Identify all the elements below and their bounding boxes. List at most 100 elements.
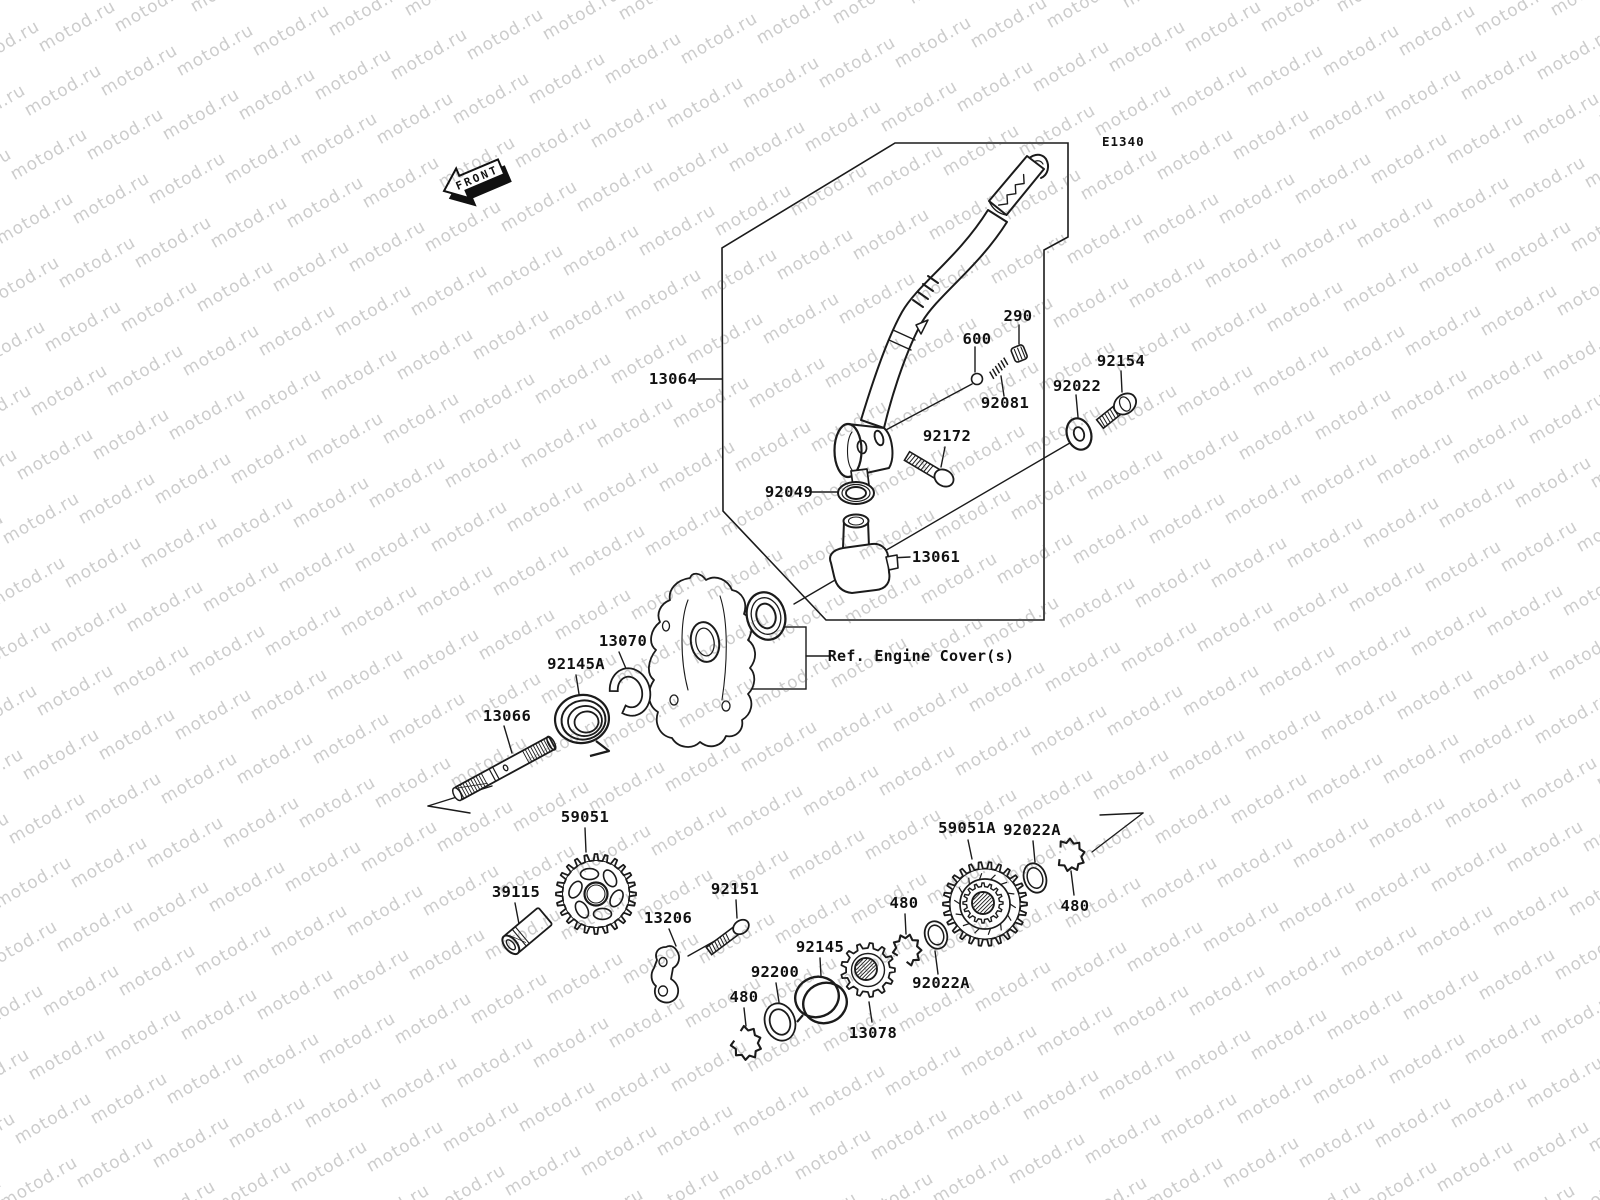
snap-ring-480 — [1057, 837, 1086, 873]
spring-92081-coil — [1003, 357, 1009, 366]
bolt-92151-thread — [716, 938, 722, 948]
kick-shaft-13066 — [451, 787, 463, 802]
gear-59051-hole — [574, 900, 590, 919]
bolt-92172-thread — [920, 461, 928, 471]
kick-shaft-13066 — [488, 768, 497, 782]
kick-shaft-13066 — [537, 741, 546, 755]
bolt-92172-thread — [917, 460, 925, 469]
gear-59051a-tick — [1007, 892, 1015, 895]
spline-hatch — [973, 893, 988, 908]
spring-92081-coil — [991, 368, 998, 377]
kick-shaft-13066 — [540, 740, 549, 754]
bolt-92154-thread — [1101, 415, 1109, 426]
torsion-spring-92145a-leg — [589, 740, 611, 758]
kick-shaft-13066 — [478, 774, 486, 787]
gear-59051a-tick — [1000, 881, 1008, 886]
spring-92081-coil — [989, 371, 995, 380]
gear-59051a-tick — [958, 886, 963, 894]
spline-hatch — [972, 892, 985, 905]
kick-shaft-13066 — [524, 749, 533, 762]
ring-92022a — [1026, 866, 1044, 890]
gear-59051-hole — [579, 867, 600, 881]
bolt-92172-thread — [905, 453, 914, 462]
spring-92081-coil — [1000, 360, 1006, 368]
spline-hatch — [865, 968, 877, 980]
torsion-spring-92145a — [573, 710, 600, 734]
bolt-92151-thread — [711, 942, 717, 952]
ball-600 — [970, 372, 984, 386]
assembly-box-outline — [721, 142, 1069, 621]
gear-59051a-tick — [968, 877, 971, 885]
snap-ring-480 — [729, 1024, 762, 1061]
spline-hatch — [977, 897, 992, 912]
spline-hatch — [983, 903, 994, 914]
kick-shaft-13066 — [467, 780, 475, 793]
ring-92022a — [1022, 862, 1048, 894]
gear-59051a-rim — [949, 868, 1021, 940]
spacer-39115 — [514, 926, 530, 944]
bolt-92151-thread — [708, 945, 714, 954]
gear-59051-bore — [583, 881, 609, 907]
spline-hatch — [975, 895, 990, 910]
kick-shaft-13066 — [527, 747, 535, 761]
washer-92049 — [837, 481, 875, 505]
gear-59051a-tick — [955, 913, 963, 916]
kick-shaft-13066 — [546, 735, 557, 751]
washer-92022 — [1072, 426, 1086, 442]
plug-290-rib — [1020, 346, 1026, 359]
guide-bracket-13206-hole — [658, 956, 668, 968]
gear-59051a-tick — [999, 923, 1002, 931]
kick-shaft-13066 — [457, 786, 465, 799]
front-arrow: FRONT — [442, 158, 512, 207]
bolt-92154-thread — [1104, 412, 1111, 424]
plug-290-rib — [1016, 347, 1023, 360]
bolt-92172-thread — [908, 454, 916, 464]
guide-bracket-13206-hole — [657, 985, 669, 997]
kick-shaft-13066 — [473, 777, 481, 790]
spline-hatch — [862, 965, 876, 979]
spring-92081-coil — [997, 362, 1003, 371]
bolt-92151-head — [732, 918, 750, 936]
spacer-39115 — [511, 928, 527, 947]
spline-hatch — [856, 959, 871, 974]
spline-hatch — [980, 900, 993, 913]
bolt-92154-head-inner — [1118, 396, 1132, 412]
kick-shaft-13066 — [492, 766, 500, 780]
gear-59051a-tick — [1007, 914, 1012, 922]
bolt-92154-thread — [1106, 410, 1114, 421]
kick-shaft-13066 — [451, 735, 557, 802]
kick-shaft-13066 — [475, 776, 483, 789]
spring-92081-coil — [994, 365, 1001, 374]
torsion-spring-92145a — [560, 699, 607, 741]
bolt-92172-head — [933, 468, 955, 488]
washer-92200 — [763, 1002, 797, 1042]
gear-59051-bore — [586, 884, 606, 904]
bolt-92154-head — [1113, 392, 1137, 416]
kick-shaft-13066 — [543, 739, 551, 752]
gear-59051a-tick — [962, 922, 970, 927]
bolt-92151-thread — [719, 936, 725, 946]
bolt-92151-thread — [722, 934, 728, 944]
diagram-code: E1340 — [1102, 134, 1145, 149]
kick-shaft-13066 — [458, 782, 488, 789]
torsion-spring-92145a — [553, 693, 611, 745]
ratchet-gear-13078-bore — [854, 957, 878, 981]
washer-92022 — [1065, 417, 1093, 451]
washer-92049 — [841, 483, 871, 503]
gear-59051a-tick — [953, 899, 961, 905]
kick-shaft-13066 — [522, 750, 530, 764]
kick-shaft-13066 — [462, 783, 470, 796]
guide-bracket-13206 — [650, 945, 680, 1004]
gear-59051a-tick — [990, 874, 996, 881]
gear-59051-hole — [602, 869, 618, 888]
spline-hatch — [973, 893, 981, 901]
spline-hatch — [859, 962, 875, 978]
spline-hatch — [855, 958, 868, 971]
bushing-13070 — [608, 667, 652, 717]
gear-59051a-tick — [987, 928, 992, 936]
bolt-92154-thread — [1109, 408, 1117, 419]
bolt-92154-thread — [1098, 417, 1106, 428]
spline-hatch — [856, 959, 864, 967]
ring-92022a — [927, 924, 945, 946]
